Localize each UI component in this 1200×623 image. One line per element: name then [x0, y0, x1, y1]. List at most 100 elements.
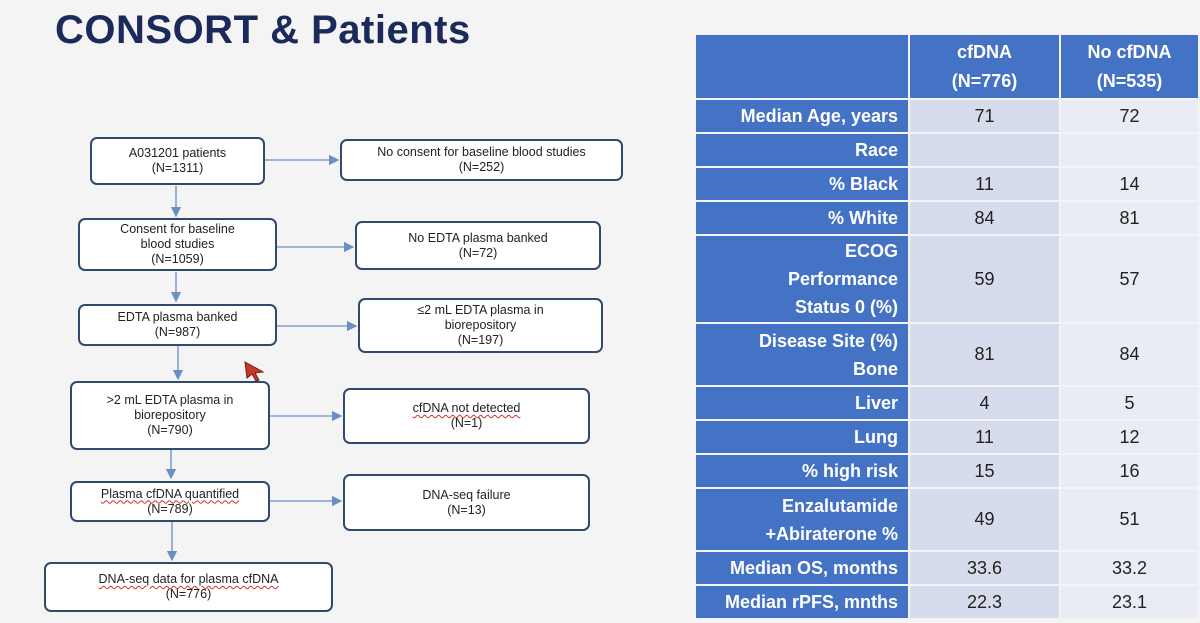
row-label-line: Liver — [854, 393, 898, 413]
row-label-line: +Abiraterone % — [765, 523, 898, 544]
row-label: % White — [696, 202, 908, 234]
flow-main-box: EDTA plasma banked(N=987) — [78, 304, 277, 346]
row-label: Median OS, months — [696, 552, 908, 584]
table-header-row: cfDNA (N=776) No cfDNA (N=535) — [696, 35, 1198, 98]
slide-title: CONSORT & Patients — [55, 8, 471, 52]
cell-no-cfdna: 84 — [1061, 324, 1198, 385]
cell-cfdna: 11 — [910, 168, 1059, 200]
flow-exclusion-box: cfDNA not detected(N=1) — [343, 388, 590, 444]
row-label-line: % high risk — [801, 461, 898, 481]
patient-characteristics-table: cfDNA (N=776) No cfDNA (N=535) Median Ag… — [694, 33, 1200, 620]
box-text-line: EDTA plasma banked — [117, 310, 238, 324]
cell-no-cfdna — [1061, 134, 1198, 166]
flow-main-box: Plasma cfDNA quantified(N=789) — [70, 481, 270, 522]
cell-cfdna: 84 — [910, 202, 1059, 234]
box-text-line: DNA-seq data for plasma cfDNA — [98, 572, 279, 586]
box-text-line: (N=776) — [165, 587, 212, 601]
cell-cfdna: 59 — [910, 236, 1059, 322]
cell-cfdna: 49 — [910, 489, 1059, 550]
box-text-line: cfDNA not detected — [412, 401, 521, 415]
flowchart-connectors — [165, 154, 358, 562]
box-text-line: (N=1059) — [151, 252, 204, 266]
box-text-line: biorepository — [444, 318, 517, 332]
row-label-line: Median Age, years — [740, 106, 898, 126]
row-label-line: Status 0 (%) — [794, 297, 898, 317]
row-label-line: Enzalutamide — [781, 495, 898, 516]
row-label-line: Lung — [854, 427, 898, 447]
cell-cfdna: 81 — [910, 324, 1059, 385]
row-label-line: Median OS, months — [729, 558, 898, 578]
box-text-line: (N=13) — [447, 502, 486, 517]
flow-main-box: DNA-seq data for plasma cfDNA(N=776) — [44, 562, 333, 612]
row-label-line: % Black — [828, 174, 898, 194]
cell-no-cfdna: 12 — [1061, 421, 1198, 453]
box-text-line: Consent for baseline — [120, 222, 235, 236]
flow-main-box: A031201 patients(N=1311) — [90, 137, 265, 185]
row-label-line: Performance — [787, 269, 898, 289]
row-label-line: ECOG — [844, 241, 898, 261]
cell-no-cfdna: 23.1 — [1061, 586, 1198, 618]
cell-cfdna: 22.3 — [910, 586, 1059, 618]
cell-no-cfdna: 57 — [1061, 236, 1198, 322]
row-label-line: % White — [828, 208, 898, 228]
box-text-line: No EDTA plasma banked — [408, 230, 548, 245]
cell-no-cfdna: 14 — [1061, 168, 1198, 200]
mouse-pointer-icon — [244, 361, 265, 382]
row-label: Median Age, years — [696, 100, 908, 132]
box-text-line: (N=197) — [457, 333, 504, 347]
cell-no-cfdna: 5 — [1061, 387, 1198, 419]
row-label: Disease Site (%) Bone — [696, 324, 908, 385]
cell-no-cfdna: 81 — [1061, 202, 1198, 234]
row-label-line: Median rPFS, mnths — [724, 592, 898, 612]
cell-cfdna: 15 — [910, 455, 1059, 487]
cell-no-cfdna: 33.2 — [1061, 552, 1198, 584]
box-text-line: (N=987) — [154, 325, 201, 339]
header-n: (N=776) — [951, 70, 1018, 91]
row-label: Liver — [696, 387, 908, 419]
row-label-line: Disease Site (%) — [758, 330, 898, 351]
header-n: (N=535) — [1096, 70, 1163, 91]
cell-no-cfdna: 16 — [1061, 455, 1198, 487]
box-text-line: biorepository — [134, 408, 206, 422]
table-row: Race — [696, 134, 1198, 166]
box-text-line: (N=252) — [458, 160, 505, 174]
row-label: % Black — [696, 168, 908, 200]
cell-no-cfdna: 72 — [1061, 100, 1198, 132]
row-label: Race — [696, 134, 908, 166]
flow-exclusion-box: DNA-seq failure(N=13) — [343, 474, 590, 531]
box-text-line: (N=1311) — [151, 161, 204, 175]
table-header-empty — [696, 35, 908, 98]
table-header-no-cfdna: No cfDNA (N=535) — [1061, 35, 1198, 98]
row-label: Enzalutamide +Abiraterone % — [696, 489, 908, 550]
box-text-line: (N=72) — [458, 245, 498, 260]
cell-cfdna: 4 — [910, 387, 1059, 419]
box-text-line: DNA-seq failure — [422, 487, 511, 502]
box-text-line: Plasma cfDNA quantified — [100, 486, 240, 501]
row-label-line: Race — [854, 140, 898, 160]
header-text: cfDNA — [956, 41, 1012, 62]
box-text-line: (N=789) — [147, 501, 193, 516]
box-text-line: (N=790) — [147, 423, 193, 437]
box-text-line: blood studies — [140, 237, 215, 251]
row-label: Lung — [696, 421, 908, 453]
box-text-line: (N=1) — [450, 416, 483, 430]
box-text-line: >2 mL EDTA plasma in — [106, 393, 234, 407]
row-label-line: Bone — [853, 358, 898, 379]
row-label: Median rPFS, mnths — [696, 586, 908, 618]
cell-no-cfdna: 51 — [1061, 489, 1198, 550]
cell-cfdna: 71 — [910, 100, 1059, 132]
